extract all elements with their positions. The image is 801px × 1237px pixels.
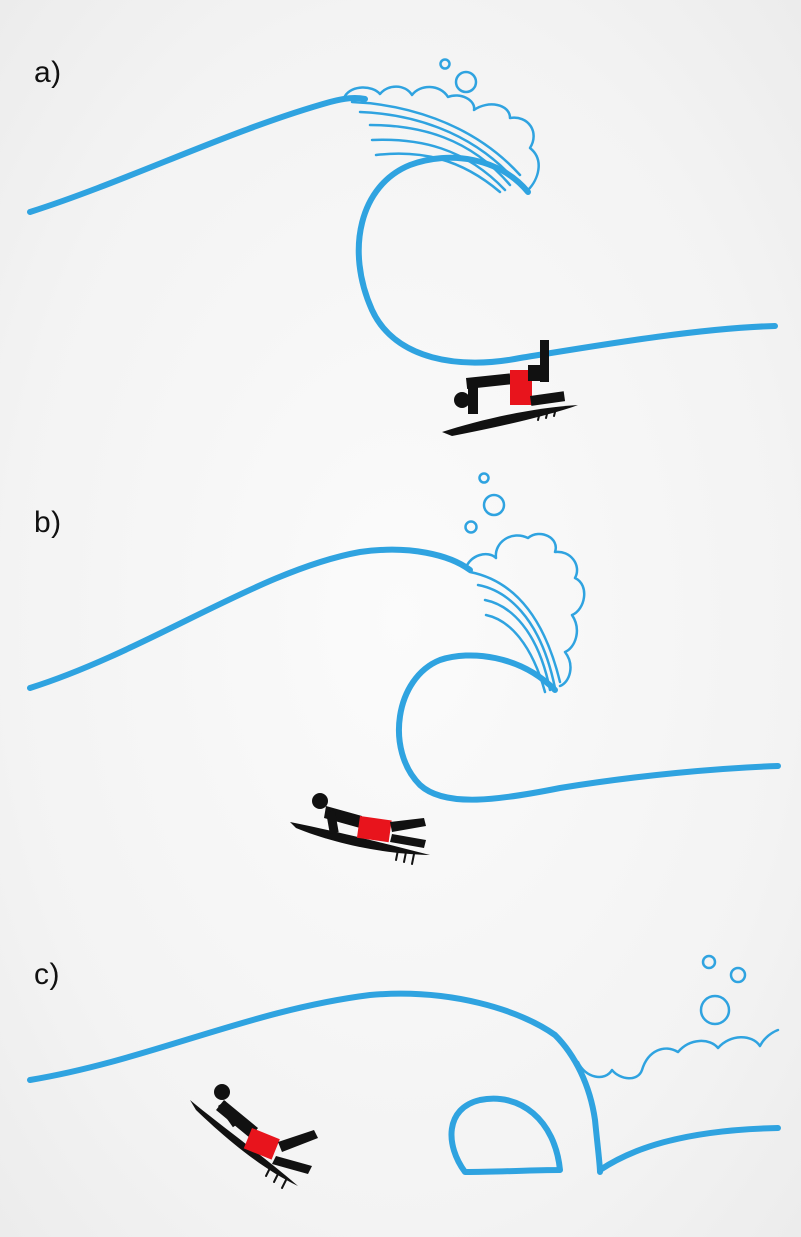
wave-barrel <box>396 652 781 803</box>
surfboard-icon <box>442 405 578 436</box>
foam-cloud <box>576 1028 780 1080</box>
foam-bubble-icon <box>699 994 731 1026</box>
foam-bubble-icon <box>478 472 490 484</box>
surfboard-icon <box>290 822 430 855</box>
wave-lip-line-3 <box>368 123 512 187</box>
wave-icon <box>27 58 778 436</box>
foam-cloud <box>343 85 540 192</box>
wave-crest-line <box>27 990 603 1175</box>
panel-a: a) <box>0 0 801 450</box>
wave-lip-line-1 <box>468 570 562 684</box>
wave-crest-line <box>27 546 473 691</box>
panel-label: a) <box>34 56 62 89</box>
surfer-icon <box>442 340 578 436</box>
wave-lip-line-4 <box>484 613 547 694</box>
wave-lip-line-2 <box>358 110 517 182</box>
foam-bubble-icon <box>464 520 478 534</box>
wave-lip-line-1 <box>350 100 522 177</box>
foam-bubble-icon <box>482 493 506 517</box>
panel-b: b) <box>0 450 801 920</box>
wave-back-line <box>597 1125 781 1173</box>
wave-crest-line <box>27 95 368 215</box>
surfboard-icon <box>190 1100 298 1186</box>
foam-bubble-icon <box>729 966 747 984</box>
wave-tube <box>448 1095 563 1175</box>
wave-lip-line-5 <box>374 152 502 194</box>
foam-bubble-icon <box>439 58 451 70</box>
surfer-icon <box>190 1084 318 1189</box>
wave-lip-line-4 <box>370 138 507 192</box>
surfer-icon <box>290 793 430 865</box>
panel-label: b) <box>34 506 62 539</box>
foam-bubble-icon <box>454 70 478 94</box>
wave-lip-line-3 <box>483 598 552 692</box>
wave-icon <box>27 472 781 865</box>
foam-bubble-icon <box>701 954 717 970</box>
wave-barrel <box>355 154 778 366</box>
panel-label: c) <box>34 958 60 991</box>
wave-lip-line-2 <box>476 583 557 690</box>
wave-icon <box>27 954 781 1189</box>
panel-c: c) <box>0 920 801 1237</box>
foam-cloud <box>464 532 586 688</box>
